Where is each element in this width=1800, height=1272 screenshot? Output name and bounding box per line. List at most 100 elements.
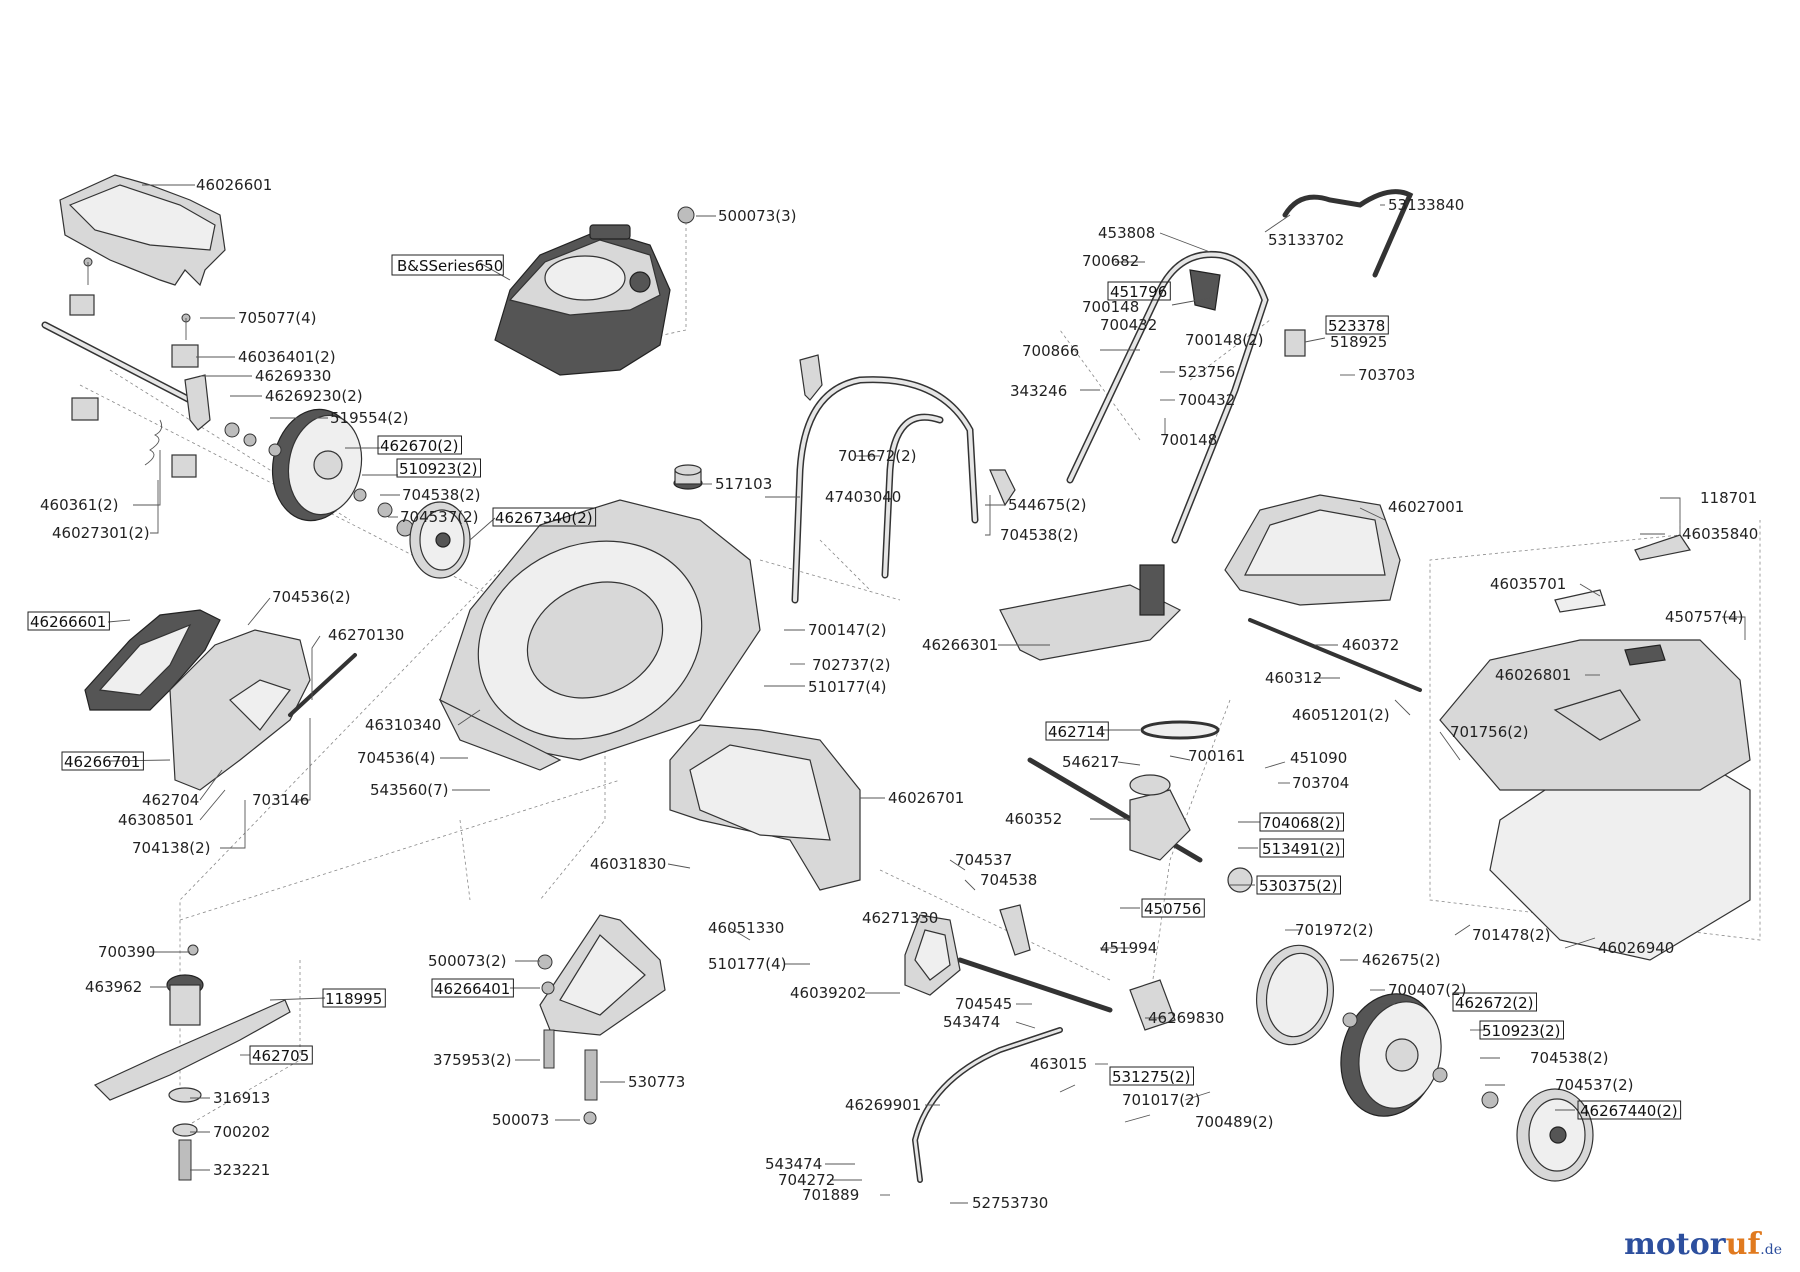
label-702737: 702737(2)	[812, 656, 891, 674]
label-703146: 703146	[252, 791, 309, 809]
label-463962: 463962	[85, 978, 142, 996]
label-500073b: 500073	[492, 1111, 549, 1129]
box-510923a	[396, 458, 481, 478]
label-700148c: 700148	[1160, 431, 1217, 449]
brand-name-b: uf	[1725, 1227, 1761, 1262]
catcher-lid-part	[1224, 494, 1422, 692]
mulch-chute-part	[999, 564, 1182, 661]
label-700866: 700866	[1022, 342, 1079, 360]
mulch-cover-part	[84, 609, 221, 711]
label-701756: 701756(2)	[1450, 723, 1529, 741]
label-704537a: 704537(2)	[400, 508, 479, 526]
label-46308501: 46308501	[118, 811, 194, 829]
label-46026940: 46026940	[1598, 939, 1674, 957]
height-adjust-part	[41, 257, 211, 478]
label-451796: 451796	[1110, 283, 1167, 301]
label-460372: 460372	[1342, 636, 1399, 654]
label-46036401: 46036401(2)	[238, 348, 336, 366]
rear-flap-part	[59, 174, 226, 287]
label-500073c: 500073(3)	[718, 207, 797, 225]
label-46269830: 46269830	[1148, 1009, 1224, 1027]
label-704138: 704138(2)	[132, 839, 211, 857]
label-46035840: 46035840	[1682, 525, 1758, 543]
deflector-part	[904, 914, 961, 996]
label-bs-series: B&SSeries650	[397, 257, 503, 275]
box-513491	[1259, 838, 1344, 858]
label-462672: 462672(2)	[1455, 994, 1534, 1012]
drive-bail-part	[911, 1027, 1063, 1183]
label-700432b: 700432	[1178, 391, 1235, 409]
catcher-flap-part	[1634, 534, 1691, 561]
box-46267440	[1577, 1100, 1682, 1120]
label-52753730: 52753730	[972, 1194, 1048, 1212]
label-451994: 451994	[1100, 939, 1157, 957]
label-500073a: 500073(2)	[428, 952, 507, 970]
label-450756: 450756	[1144, 900, 1201, 918]
label-46026701: 46026701	[888, 789, 964, 807]
label-343246: 343246	[1010, 382, 1067, 400]
label-46027301: 46027301(2)	[52, 524, 150, 542]
label-462714: 462714	[1048, 723, 1105, 741]
hub-cap-left-part	[409, 501, 471, 579]
label-543474b: 543474	[765, 1155, 822, 1173]
box-462672	[1452, 992, 1537, 1012]
box-462705	[249, 1045, 313, 1065]
label-46031830: 46031830	[590, 855, 666, 873]
label-543474a: 543474	[943, 1013, 1000, 1031]
baffle-part	[537, 914, 666, 1125]
label-513491: 513491(2)	[1262, 840, 1341, 858]
label-703704: 703704	[1292, 774, 1349, 792]
label-46310340: 46310340	[365, 716, 441, 734]
label-46270130: 46270130	[328, 626, 404, 644]
label-46271330: 46271330	[862, 909, 938, 927]
label-453808: 453808	[1098, 224, 1155, 242]
label-704538c: 704538	[980, 871, 1037, 889]
lower-handle-part	[791, 354, 1016, 604]
box-46266701	[61, 751, 144, 771]
box-523378	[1325, 315, 1389, 335]
label-703703: 703703	[1358, 366, 1415, 384]
label-460352: 460352	[1005, 810, 1062, 828]
label-700407: 700407(2)	[1388, 981, 1467, 999]
label-510923b: 510923(2)	[1482, 1022, 1561, 1040]
upper-handle-part	[1066, 189, 1414, 544]
label-316913: 316913	[213, 1089, 270, 1107]
front-wheel-left-part	[224, 408, 414, 537]
label-462704: 462704	[142, 791, 199, 809]
box-510923b	[1479, 1020, 1564, 1040]
rear-wheel-right-part	[1340, 993, 1499, 1117]
label-462670: 462670(2)	[380, 437, 459, 455]
brand-name-a: motor	[1624, 1227, 1726, 1262]
label-46266301: 46266301	[922, 636, 998, 654]
label-530773: 530773	[628, 1073, 685, 1091]
brand-logo: motoruf.de	[1624, 1227, 1782, 1262]
label-523378: 523378	[1328, 317, 1385, 335]
label-704536b: 704536(4)	[357, 749, 436, 767]
label-701017: 701017(2)	[1122, 1091, 1201, 1109]
label-701889: 701889	[802, 1186, 859, 1204]
label-463015: 463015	[1030, 1055, 1087, 1073]
label-375953: 375953(2)	[433, 1051, 512, 1069]
label-118701: 118701	[1700, 489, 1757, 507]
label-46266401: 46266401	[434, 980, 510, 998]
label-705077: 705077(4)	[238, 309, 317, 327]
box-704068	[1259, 812, 1344, 832]
label-53133840: 53133840	[1388, 196, 1464, 214]
label-704272: 704272	[778, 1171, 835, 1189]
box-450756	[1141, 898, 1205, 918]
label-523756: 523756	[1178, 363, 1235, 381]
label-704538a: 704538(2)	[402, 486, 481, 504]
label-704545: 704545	[955, 995, 1012, 1013]
drive-axle-part	[957, 757, 1253, 1031]
box-46266601	[27, 611, 110, 631]
spacer-part	[673, 464, 703, 490]
label-700147: 700147(2)	[808, 621, 887, 639]
label-704068: 704068(2)	[1262, 814, 1341, 832]
label-460312: 460312	[1265, 669, 1322, 687]
catcher-cover-part	[1554, 589, 1606, 613]
label-701478: 701478(2)	[1472, 926, 1551, 944]
label-519554: 519554(2)	[330, 409, 409, 427]
label-704537b: 704537	[955, 851, 1012, 869]
label-531275: 531275(2)	[1112, 1068, 1191, 1086]
